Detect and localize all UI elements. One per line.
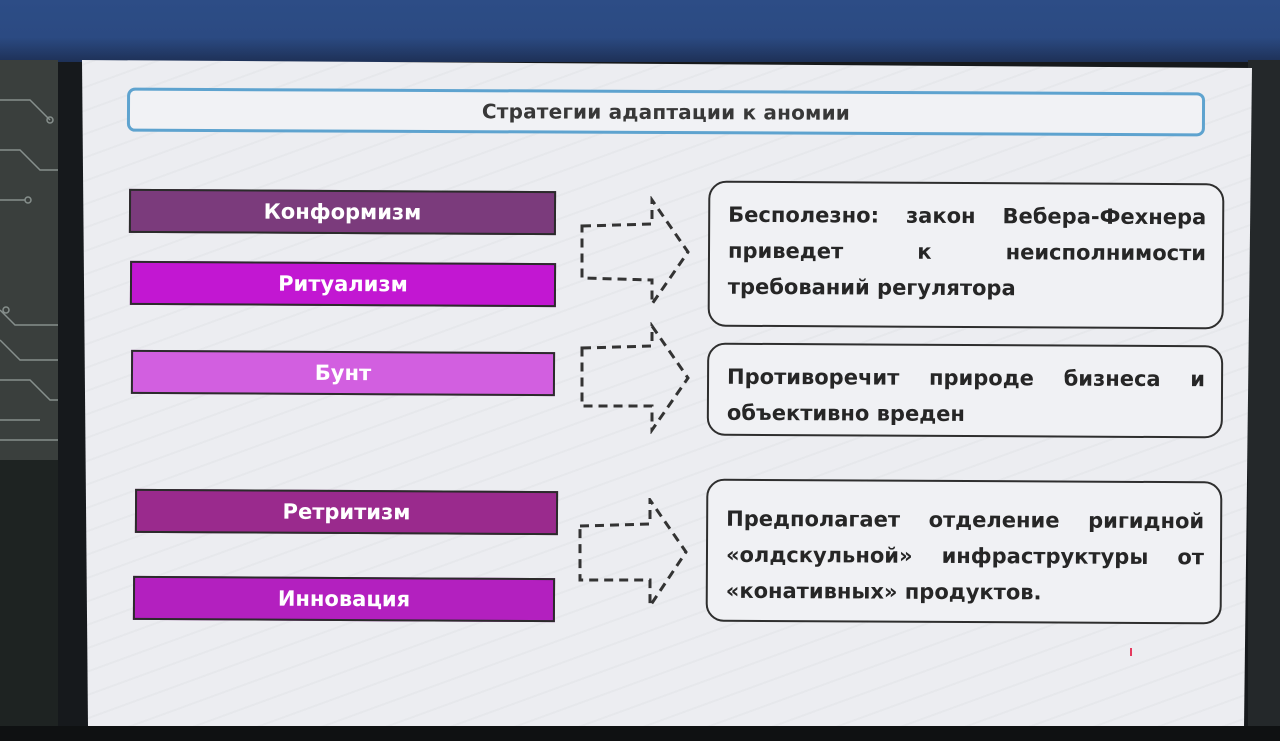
right-dark-edge [1248, 60, 1280, 741]
dashed-arrow-icon [578, 498, 688, 610]
strategy-label: Ретритизм [282, 499, 411, 525]
laser-dot [1130, 648, 1132, 656]
strategy-label: Бунт [314, 360, 372, 386]
strategy-retreatism: Ретритизм [134, 488, 559, 536]
dashed-arrow-icon [580, 322, 690, 434]
description-text: Предполагает отделение ригидной «олдскул… [725, 506, 1205, 605]
strategy-conformism: Конформизм [128, 188, 557, 236]
strategy-label: Ритуализм [278, 271, 408, 297]
slide-title: Стратегии адаптации к аномии [481, 99, 851, 125]
circuit-pattern-icon [0, 99, 58, 441]
dashed-arrow-icon [580, 196, 690, 308]
projector-top-frame [0, 0, 1280, 62]
left-lower-dark-area [0, 460, 58, 741]
description-text: Противоречит природе бизнеса и объективн… [726, 364, 1206, 426]
strategy-ritualism: Ритуализм [129, 260, 557, 308]
strategy-label: Конформизм [263, 199, 422, 225]
strategy-label: Инновация [277, 586, 411, 612]
description-text: Бесполезно: закон Вебера-Фехнера приведе… [727, 202, 1207, 301]
left-decor-panel [0, 60, 58, 460]
strategy-innovation: Инновация [132, 575, 556, 623]
description-box-2: Противоречит природе бизнеса и объективн… [706, 342, 1224, 439]
description-box-3: Предполагает отделение ригидной «олдскул… [705, 478, 1223, 625]
description-box-1: Бесполезно: закон Вебера-Фехнера приведе… [707, 180, 1225, 330]
projector-bottom-frame [0, 726, 1280, 741]
slide-title-box: Стратегии адаптации к аномии [126, 87, 1206, 137]
strategy-riot: Бунт [130, 349, 556, 397]
